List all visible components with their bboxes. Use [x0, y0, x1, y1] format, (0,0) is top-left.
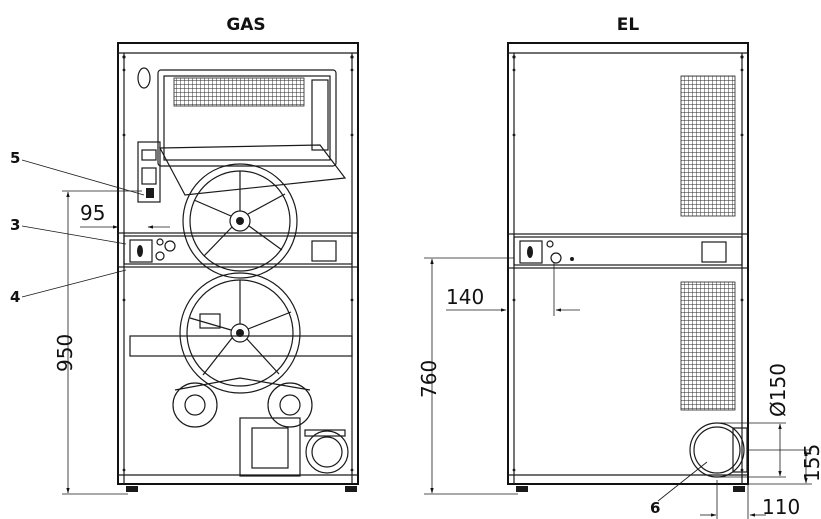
gas-lower-section — [129, 272, 353, 477]
el-dimensions: 760 140 Ø150 155 110 — [417, 257, 821, 519]
callout-5: 5 — [10, 149, 20, 167]
el-view-title: EL — [617, 15, 640, 35]
dim-110: 110 — [762, 495, 800, 519]
dim-140: 140 — [446, 285, 484, 309]
gas-control-panel — [117, 232, 359, 268]
el-callouts: 6 — [650, 461, 708, 517]
gas-callouts: 5 3 4 — [10, 149, 145, 306]
gas-feet — [126, 486, 357, 492]
callout-6: 6 — [650, 499, 660, 517]
dim-155: 155 — [800, 444, 821, 482]
gas-upper-wheel — [159, 144, 347, 279]
gas-valve-assembly — [137, 141, 161, 203]
el-feet — [516, 486, 745, 492]
el-control-panel — [507, 233, 749, 269]
callout-3: 3 — [10, 216, 20, 234]
gas-top-fan-housing — [137, 67, 337, 167]
dim-diameter-150: Ø150 — [766, 363, 790, 417]
dim-95: 95 — [80, 201, 105, 225]
dim-760: 760 — [417, 360, 441, 398]
el-ventilation-grilles — [680, 75, 736, 411]
gas-view: GAS — [10, 15, 359, 495]
gas-dimensions: 950 95 — [53, 190, 170, 495]
dim-950: 950 — [53, 334, 77, 372]
el-view: EL — [417, 15, 821, 519]
callout-4: 4 — [10, 288, 20, 306]
gas-view-title: GAS — [226, 15, 265, 35]
